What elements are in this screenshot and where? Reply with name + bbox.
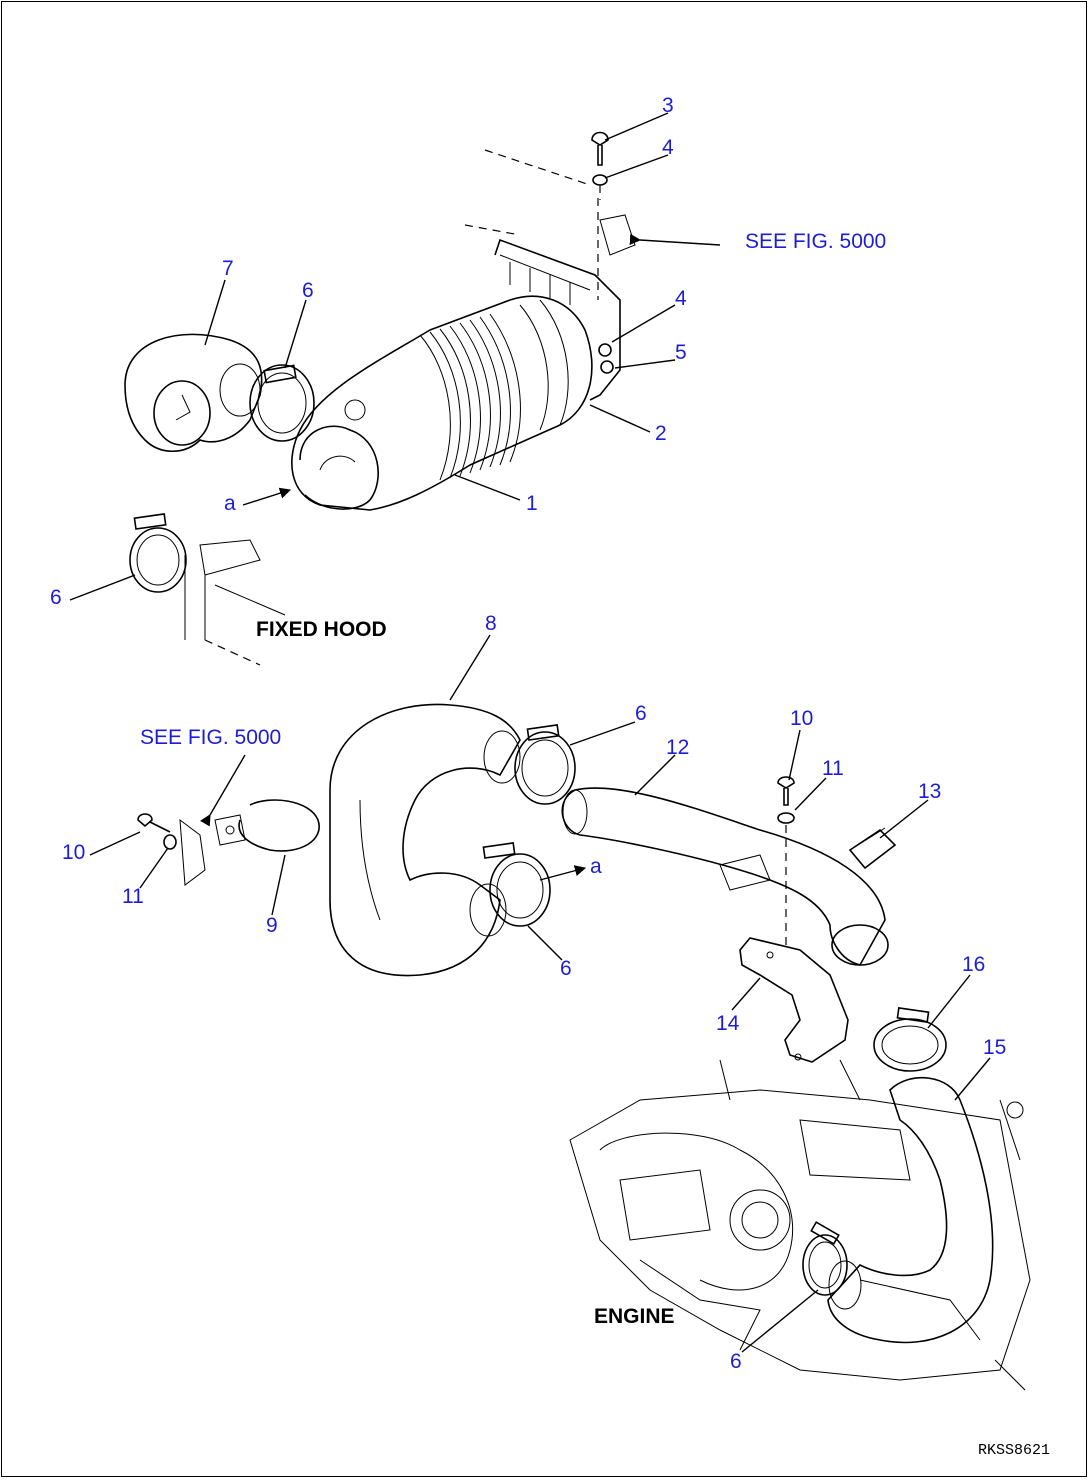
bolt-10-washer-11-left bbox=[137, 813, 177, 850]
figure-references: SEE FIG. 5000 SEE FIG. 5000 bbox=[140, 230, 886, 749]
callout-6: 6 bbox=[730, 1350, 742, 1373]
callout-6: 6 bbox=[635, 702, 647, 725]
callout-6: 6 bbox=[302, 279, 314, 302]
strap-9 bbox=[179, 799, 320, 886]
callout-13: 13 bbox=[918, 780, 941, 803]
bolts-4-5-side bbox=[598, 343, 614, 374]
flow-label-a: a bbox=[224, 492, 236, 515]
clamp-6-lower-left bbox=[129, 513, 187, 593]
callout-6: 6 bbox=[560, 957, 572, 980]
engine-label: ENGINE bbox=[594, 1305, 675, 1328]
callout-15: 15 bbox=[983, 1036, 1006, 1059]
air-cleaner-body bbox=[291, 295, 593, 511]
callouts: 3 4 7 6 4 5 2 1 6 8 6 12 10 11 13 10 11 … bbox=[50, 94, 1006, 1373]
leader-lines bbox=[69, 112, 991, 1353]
elbow-7 bbox=[124, 333, 263, 452]
sensor-13 bbox=[848, 827, 897, 870]
component-labels: FIXED HOOD ENGINE bbox=[256, 618, 675, 1328]
callout-10: 10 bbox=[790, 707, 813, 730]
clamp-16 bbox=[873, 1007, 947, 1072]
bolt-10-washer-11-right bbox=[777, 776, 795, 945]
bolt-3-washer-4 bbox=[591, 131, 609, 200]
callout-4: 4 bbox=[662, 136, 674, 159]
callout-7: 7 bbox=[222, 257, 234, 280]
engine bbox=[569, 1059, 1031, 1391]
flow-label-a: a bbox=[590, 855, 602, 878]
hose-12 bbox=[561, 787, 889, 966]
air-cleaner-mounting-bracket bbox=[494, 198, 636, 401]
bracket-14 bbox=[739, 937, 849, 1063]
clamp-6-engine bbox=[802, 1221, 848, 1296]
callout-3: 3 bbox=[662, 94, 674, 117]
callout-1: 1 bbox=[526, 492, 538, 515]
air-duct-8 bbox=[329, 703, 521, 977]
callout-8: 8 bbox=[485, 612, 497, 635]
fixed-hood-outline bbox=[184, 149, 591, 666]
callout-9: 9 bbox=[266, 914, 278, 937]
callout-6: 6 bbox=[50, 586, 62, 609]
callout-14: 14 bbox=[716, 1012, 740, 1035]
callout-16: 16 bbox=[962, 953, 985, 976]
clamp-6-duct-top bbox=[514, 724, 576, 805]
callout-11: 11 bbox=[122, 885, 144, 908]
flow-labels: a a bbox=[224, 492, 602, 878]
see-fig-reference-top: SEE FIG. 5000 bbox=[745, 230, 886, 253]
callout-2: 2 bbox=[655, 422, 667, 445]
callout-12: 12 bbox=[666, 736, 689, 759]
flow-arrows bbox=[242, 487, 587, 881]
see-fig-reference-left: SEE FIG. 5000 bbox=[140, 726, 281, 749]
callout-5: 5 bbox=[675, 341, 687, 364]
hose-15 bbox=[827, 1076, 994, 1344]
fixed-hood-label: FIXED HOOD bbox=[256, 618, 387, 641]
callout-4: 4 bbox=[675, 287, 687, 310]
clamp-6-upper bbox=[249, 364, 315, 442]
callout-10: 10 bbox=[62, 841, 85, 864]
callout-11: 11 bbox=[822, 757, 844, 780]
clamp-6-duct-bottom bbox=[482, 842, 551, 927]
drawing-code: RKSS8621 bbox=[978, 1442, 1050, 1459]
